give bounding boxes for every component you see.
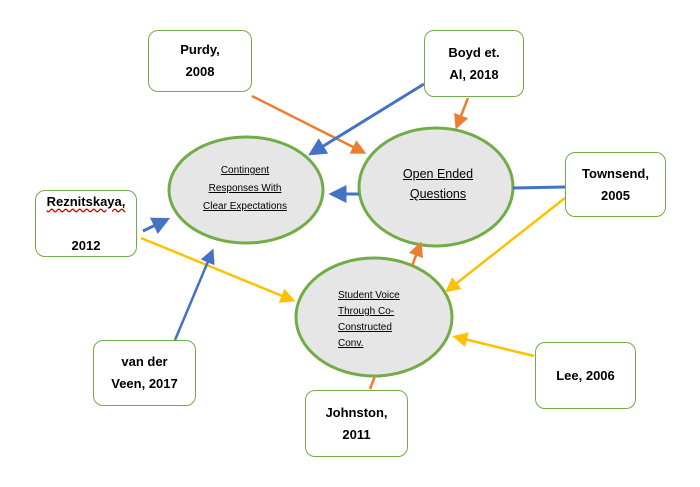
source-label-reznitskaya: Reznitskaya, 2012 — [47, 169, 126, 279]
source-box-johnston[interactable]: Johnston, 2011 — [305, 390, 408, 457]
concept-student-voice-label: Student Voice Through Co- Constructed Co… — [330, 280, 438, 360]
concept-open-ended-text: Open Ended Questions — [402, 167, 474, 201]
source-name-reznitskaya: Reznitskaya, — [46, 193, 126, 209]
source-label-boyd: Boyd et. Al, 2018 — [448, 44, 500, 82]
concept-contingent-ellipse[interactable] — [167, 135, 325, 245]
concept-student-voice-text: Student Voice Through Co- Constructed Co… — [338, 290, 400, 349]
source-box-purdy[interactable]: Purdy, 2008 — [148, 30, 252, 92]
source-box-boyd[interactable]: Boyd et. Al, 2018 — [424, 30, 524, 97]
source-label-purdy: Purdy, 2008 — [180, 42, 220, 79]
line-townsend-to-open-ended — [512, 185, 566, 190]
arrow-purdy-to-open-ended — [251, 94, 367, 154]
source-box-reznitskaya[interactable]: Reznitskaya, 2012 — [35, 190, 137, 257]
source-year-reznitskaya: 2012 — [71, 237, 101, 253]
concept-contingent-text: Contingent Responses With Clear Expectat… — [203, 165, 287, 212]
arrow-student-voice-to-open-ended — [408, 241, 424, 267]
concept-open-ended-label: Open Ended Questions — [376, 157, 500, 211]
arrow-boyd-to-contingent — [308, 82, 425, 156]
arrow-boyd-to-open-ended — [454, 97, 470, 130]
source-label-van-der-veen: van der Veen, 2017 — [111, 354, 178, 391]
arrow-townsend-to-student-voice — [445, 197, 566, 293]
source-box-townsend[interactable]: Townsend, 2005 — [565, 152, 666, 217]
line-johnston-to-student-voice — [368, 375, 377, 390]
arrow-van-der-veen-to-contingent — [173, 248, 215, 341]
arrow-lee-to-student-voice — [452, 332, 535, 358]
source-label-townsend: Townsend, 2005 — [582, 165, 649, 203]
arrow-reznitskaya-to-student-voice — [140, 236, 296, 303]
source-box-van-der-veen[interactable]: van der Veen, 2017 — [93, 340, 196, 406]
source-label-lee: Lee, 2006 — [556, 367, 615, 383]
source-label-johnston: Johnston, 2011 — [325, 404, 388, 442]
concept-contingent-label: Contingent Responses With Clear Expectat… — [183, 156, 307, 222]
source-box-lee[interactable]: Lee, 2006 — [535, 342, 636, 409]
arrow-reznitskaya-to-contingent — [142, 217, 171, 234]
